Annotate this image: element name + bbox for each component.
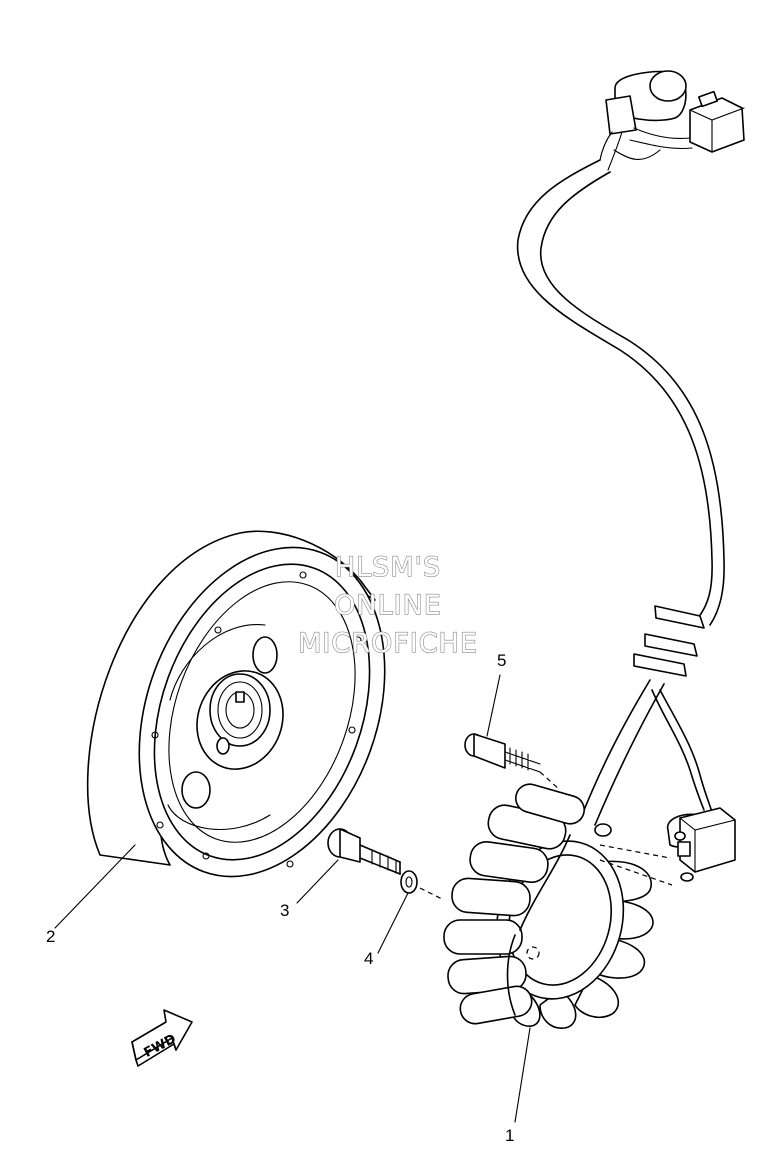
leader-lines: [54, 674, 561, 1123]
flywheel-rotor: [86, 530, 386, 878]
callout-3: 3: [280, 901, 289, 920]
wire-harness: [516, 70, 745, 826]
bolt-part-3: [327, 828, 401, 875]
stator: [443, 783, 673, 1029]
watermark-line-1: HLSM'S: [335, 552, 441, 583]
callout-5: 5: [497, 651, 506, 670]
callout-labels: 1 2 3 4 5: [46, 651, 514, 1145]
screw-part-5: [464, 733, 541, 773]
callout-2: 2: [46, 927, 55, 946]
callout-4: 4: [364, 949, 373, 968]
watermark: HLSM'S ONLINE MICROFICHE: [297, 551, 478, 659]
watermark-line-2: ONLINE: [334, 590, 442, 621]
washer-part-4: [400, 870, 418, 894]
rotor-holes: [151, 571, 362, 868]
pickup-coil: [666, 807, 736, 882]
fwd-arrow: FWD: [131, 1009, 193, 1067]
callout-1: 1: [505, 1126, 514, 1145]
watermark-line-3: MICROFICHE: [298, 628, 478, 659]
